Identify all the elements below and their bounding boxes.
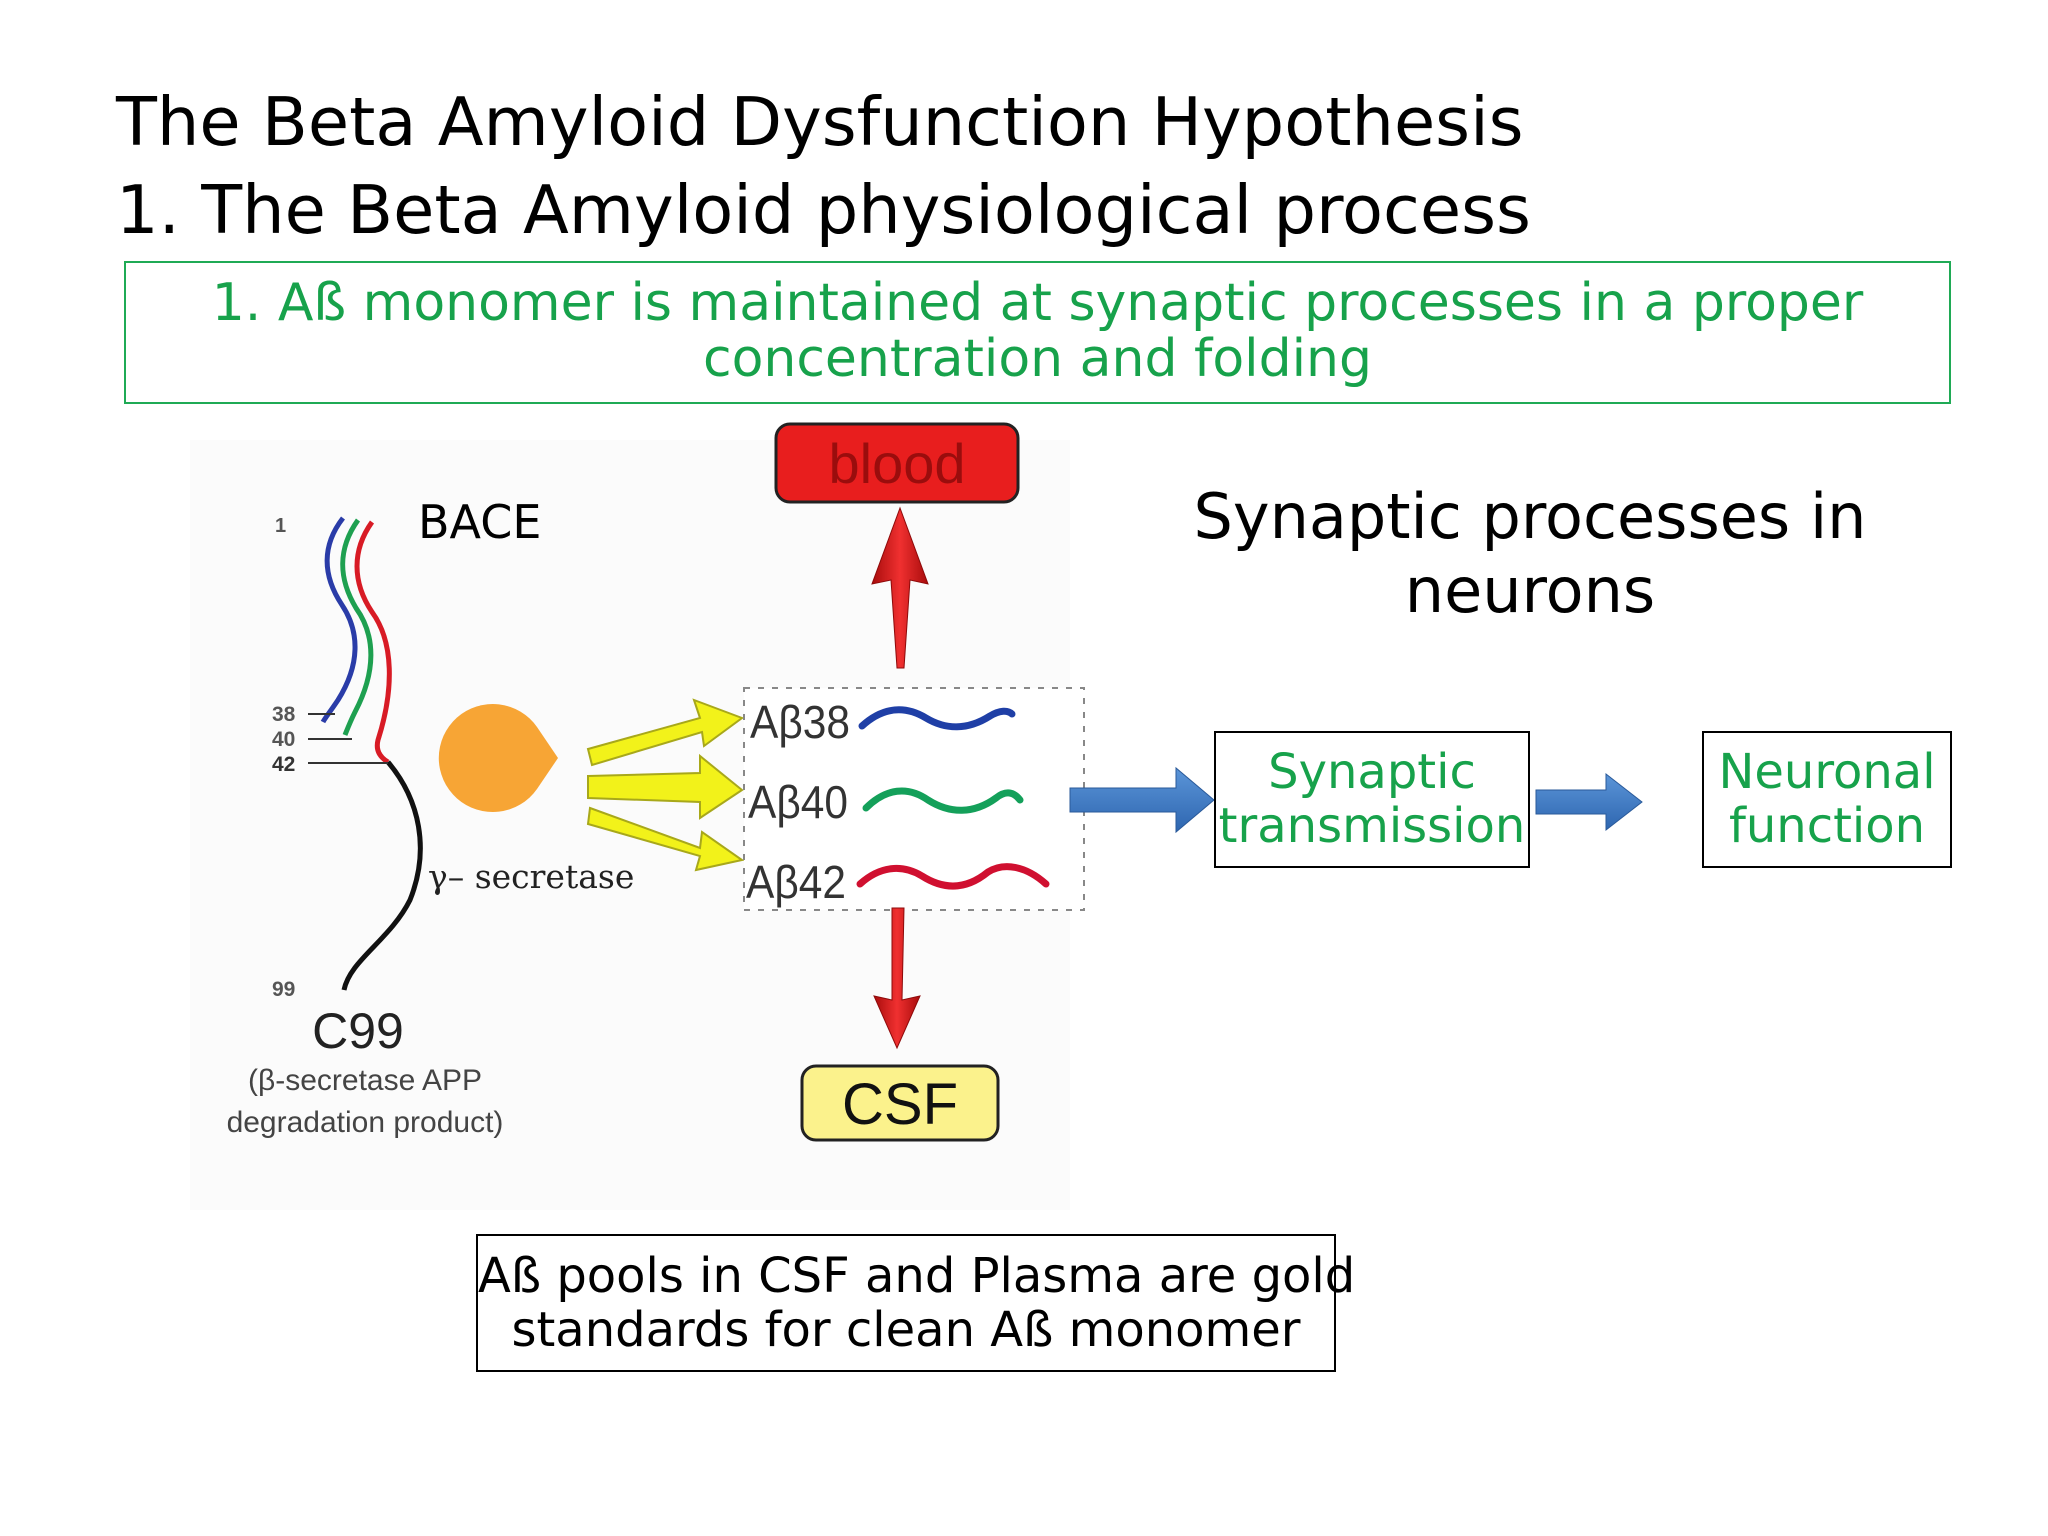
synaptic-heading: Synaptic processes in neurons	[1130, 480, 1930, 628]
bace-label: BACE	[418, 495, 541, 549]
c99-strand-blue	[320, 516, 358, 724]
residue-label-1: 1	[275, 515, 286, 537]
blue-arrow-to-synaptic-transmission	[1069, 766, 1215, 834]
blue-arrow-to-neuronal-function	[1535, 772, 1643, 832]
c99-strand-red	[354, 520, 392, 765]
note-line-1: Aß pools in CSF and Plasma are gold	[478, 1248, 1356, 1304]
blood-box	[774, 422, 1020, 504]
red-arrow-up	[871, 506, 929, 669]
neuronal-function-line-2: function	[1728, 798, 1926, 854]
synaptic-transmission-line-1: Synaptic	[1268, 744, 1476, 800]
c99-label: C99	[312, 1003, 404, 1059]
peptide-label-ab42: Aβ42	[746, 856, 846, 908]
yellow-arrow-bottom	[586, 806, 745, 872]
callout-line-1: 1. Aß monomer is maintained at synaptic …	[211, 273, 1864, 333]
title-line-1: The Beta Amyloid Dysfunction Hypothesis	[116, 83, 1524, 161]
synaptic-transmission-line-2: transmission	[1218, 798, 1526, 854]
c99-caption-line-1: (β-secretase APP	[248, 1064, 482, 1097]
yellow-arrow-middle	[587, 753, 744, 820]
synaptic-heading-line-1: Synaptic processes in	[1193, 480, 1867, 553]
synaptic-transmission-box: Synaptic transmission	[1214, 731, 1530, 868]
residue-label-42: 42	[272, 753, 295, 776]
csf-label: CSF	[842, 1072, 958, 1137]
slide-title: The Beta Amyloid Dysfunction Hypothesis …	[116, 78, 1531, 254]
yellow-arrows	[586, 698, 745, 872]
peptide-label-ab38: Aβ38	[750, 696, 850, 748]
peptide-wave-ab38	[858, 706, 1016, 731]
residue-label-99: 99	[272, 978, 295, 1001]
blood-label: blood	[828, 432, 965, 495]
peptide-wave-ab40	[862, 787, 1024, 814]
residue-label-38: 38	[272, 703, 296, 726]
csf-box	[800, 1064, 1000, 1142]
hypothesis-callout: 1. Aß monomer is maintained at synaptic …	[124, 261, 1951, 404]
neuronal-function-line-1: Neuronal	[1718, 744, 1936, 800]
synaptic-heading-line-2: neurons	[1404, 554, 1656, 627]
peptide-label-ab40: Aβ40	[748, 776, 848, 828]
callout-line-2: concentration and folding	[702, 329, 1373, 389]
gold-standard-note: Aß pools in CSF and Plasma are gold stan…	[476, 1234, 1356, 1372]
neuronal-function-box: Neuronal function	[1702, 731, 1952, 868]
c99-strand-black	[341, 760, 423, 991]
gamma-secretase-pacman-icon	[438, 704, 558, 812]
red-arrow-down	[873, 907, 921, 1050]
note-line-2: standards for clean Aß monomer	[511, 1302, 1301, 1358]
yellow-arrow-top	[586, 698, 745, 767]
title-line-2: 1. The Beta Amyloid physiological proces…	[116, 171, 1531, 249]
residue-label-40: 40	[272, 728, 295, 751]
c99-caption-line-2: degradation product)	[227, 1106, 504, 1139]
gamma-secretase-label: γ– secretase	[428, 857, 634, 896]
peptide-wave-ab42	[856, 863, 1050, 890]
c99-strand-green	[340, 518, 374, 736]
